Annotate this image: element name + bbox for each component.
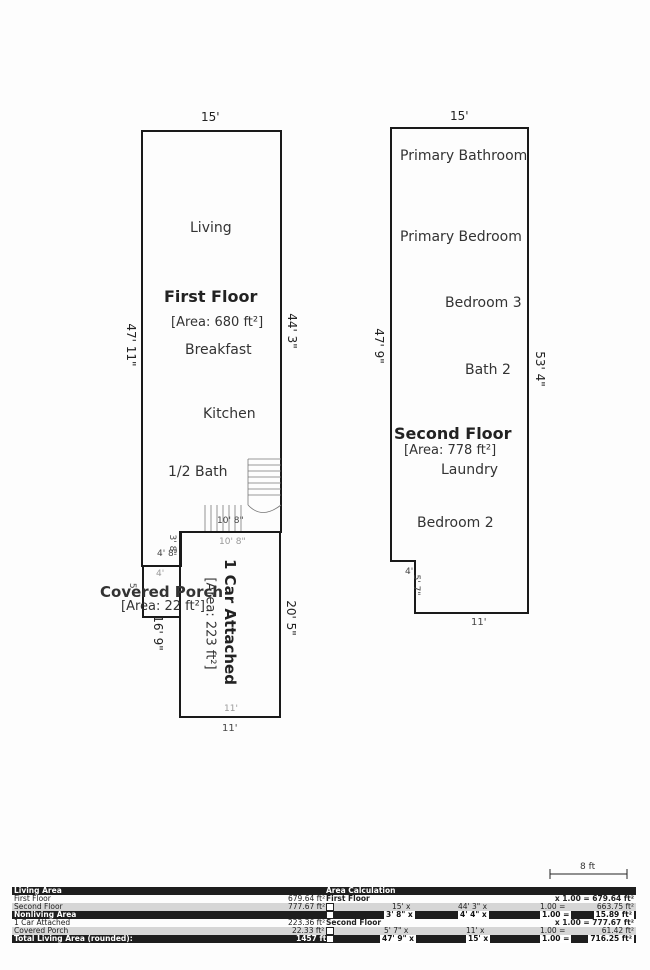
second-floor-area: [Area: 778 ft²] bbox=[404, 443, 497, 458]
garage-right-dimension: 20' 5" bbox=[284, 600, 298, 636]
second-floor-label: Second Floor bbox=[14, 902, 63, 911]
total-row: Total Living Area (rounded): 1457 ft² 47… bbox=[12, 935, 636, 943]
table-row: Second Floor 777.67 ft² 15' x 44' 3" x 1… bbox=[12, 903, 636, 911]
scale-label: 8 ft bbox=[580, 862, 596, 872]
room-breakfast: Breakfast bbox=[185, 342, 252, 358]
first-floor-label: First Floor bbox=[14, 894, 51, 903]
calc-r4-d: 716.25 ft² bbox=[588, 934, 634, 943]
nonliving-area-header: Nonliving Area bbox=[14, 910, 77, 919]
porch-outline bbox=[142, 565, 181, 618]
room-primary-bathroom: Primary Bathroom bbox=[400, 148, 528, 164]
calc-first-floor: First Floor bbox=[326, 894, 370, 903]
second-floor-bottom-dimension: 11' bbox=[471, 617, 487, 628]
scale-bar bbox=[549, 869, 628, 879]
calc-second-floor: Second Floor bbox=[326, 918, 382, 927]
porch-value: 22.33 ft² bbox=[292, 926, 325, 935]
living-area-header: Living Area bbox=[14, 886, 62, 895]
garage-outline bbox=[179, 531, 281, 718]
room-bedroom-3: Bedroom 3 bbox=[445, 295, 522, 311]
second-floor-title: Second Floor bbox=[394, 424, 512, 443]
second-floor-left-dimension: 47' 9" bbox=[372, 328, 386, 364]
first-floor-value: 679.64 ft² bbox=[288, 894, 326, 903]
total-living-area-value: 1457 ft² bbox=[296, 934, 330, 943]
garage-title: 1 Car Attached bbox=[221, 559, 239, 685]
room-laundry: Laundry bbox=[441, 462, 499, 478]
stair-width-dimension: 10' 8" bbox=[217, 516, 244, 526]
second-floor-notch-width: 4' bbox=[405, 567, 414, 577]
room-primary-bedroom: Primary Bedroom bbox=[400, 229, 522, 245]
checkbox-icon bbox=[326, 911, 334, 919]
total-living-area-label: Total Living Area (rounded): bbox=[14, 934, 133, 943]
porch-title: Covered Porch bbox=[100, 583, 224, 601]
calc-r1-b: 44' 3" x bbox=[458, 902, 488, 911]
room-half-bath: 1/2 Bath bbox=[168, 464, 228, 480]
room-bath-2: Bath 2 bbox=[465, 362, 511, 378]
first-floor-left-dimension: 47' 11" bbox=[124, 323, 138, 367]
calc-first-total: x 1.00 = 679.64 ft² bbox=[554, 894, 634, 903]
calc-r1-c: 1.00 = bbox=[540, 902, 566, 911]
garage-value: 223.36 ft² bbox=[288, 918, 326, 927]
calc-r4-b: 15' x bbox=[466, 934, 491, 943]
calc-second-total: x 1.00 = 777.67 ft² bbox=[554, 918, 634, 927]
room-living: Living bbox=[190, 220, 232, 236]
second-floor-outline bbox=[390, 127, 529, 614]
second-floor-notch-height: 5' 7" bbox=[411, 574, 421, 596]
calc-r2-c: 1.00 = bbox=[540, 910, 572, 919]
calc-r3-d: 61.42 ft² bbox=[601, 926, 634, 935]
calc-r1-d: 663.75 ft² bbox=[596, 902, 634, 911]
calc-r3-b: 11' x bbox=[466, 926, 485, 935]
first-floor-top-dimension: 15' bbox=[201, 110, 220, 124]
first-floor-right-dimension: 44' 3" bbox=[285, 313, 299, 349]
checkbox-icon bbox=[326, 903, 334, 911]
calc-r1-a: 15' x bbox=[392, 902, 411, 911]
garage-inner-bottom-dimension: 11' bbox=[224, 704, 238, 714]
checkbox-icon bbox=[326, 927, 334, 935]
calc-r4-c: 1.00 = bbox=[540, 934, 572, 943]
room-kitchen: Kitchen bbox=[203, 406, 256, 422]
calc-r2-d: 15.89 ft² bbox=[593, 910, 634, 919]
first-floor-area: [Area: 680 ft²] bbox=[171, 315, 264, 330]
porch-side-dimension: 16' 9" bbox=[151, 615, 165, 651]
second-floor-top-dimension: 15' bbox=[450, 109, 469, 123]
second-floor-right-dimension: 53' 4" bbox=[533, 351, 547, 387]
garage-inner-top-dimension: 10' 8" bbox=[219, 537, 246, 547]
calc-r2-a: 3' 8" x bbox=[384, 910, 415, 919]
area-calculation-header: Area Calculation bbox=[326, 886, 396, 895]
stairs bbox=[204, 458, 282, 531]
porch-area: [Area: 22 ft²] bbox=[121, 599, 205, 614]
porch-inner-dimension: 4' bbox=[156, 569, 165, 579]
porch-width-dimension: 4' 8" bbox=[157, 549, 178, 559]
checkbox-icon bbox=[326, 935, 334, 943]
nonliving-header-row: Nonliving Area 3' 8" x 4' 4" x 1.00 = 15… bbox=[12, 911, 636, 919]
calc-r2-b: 4' 4" x bbox=[458, 910, 489, 919]
table-row: Covered Porch 22.33 ft² 5' 7" x 11' x 1.… bbox=[12, 927, 636, 935]
first-floor-title: First Floor bbox=[164, 287, 258, 306]
calc-r4-a: 47' 9" x bbox=[380, 934, 416, 943]
calc-r3-a: 5' 7" x bbox=[384, 926, 409, 935]
garage-area: [Area: 223 ft²] bbox=[202, 577, 218, 670]
table-row: 1 Car Attached 223.36 ft² Second Floor x… bbox=[12, 919, 636, 927]
calc-r3-c: 1.00 = bbox=[540, 926, 566, 935]
second-floor-value: 777.67 ft² bbox=[288, 902, 326, 911]
garage-bottom-dimension: 11' bbox=[222, 723, 238, 734]
table-row: First Floor 679.64 ft² First Floor x 1.0… bbox=[12, 895, 636, 903]
garage-label: 1 Car Attached bbox=[14, 918, 71, 927]
table-header-row: Living Area Area Calculation bbox=[12, 887, 636, 895]
porch-small-dimension: 3' 8" bbox=[167, 534, 177, 556]
porch-label: Covered Porch bbox=[14, 926, 69, 935]
room-bedroom-2: Bedroom 2 bbox=[417, 515, 494, 531]
area-table: Living Area Area Calculation First Floor… bbox=[12, 887, 636, 943]
